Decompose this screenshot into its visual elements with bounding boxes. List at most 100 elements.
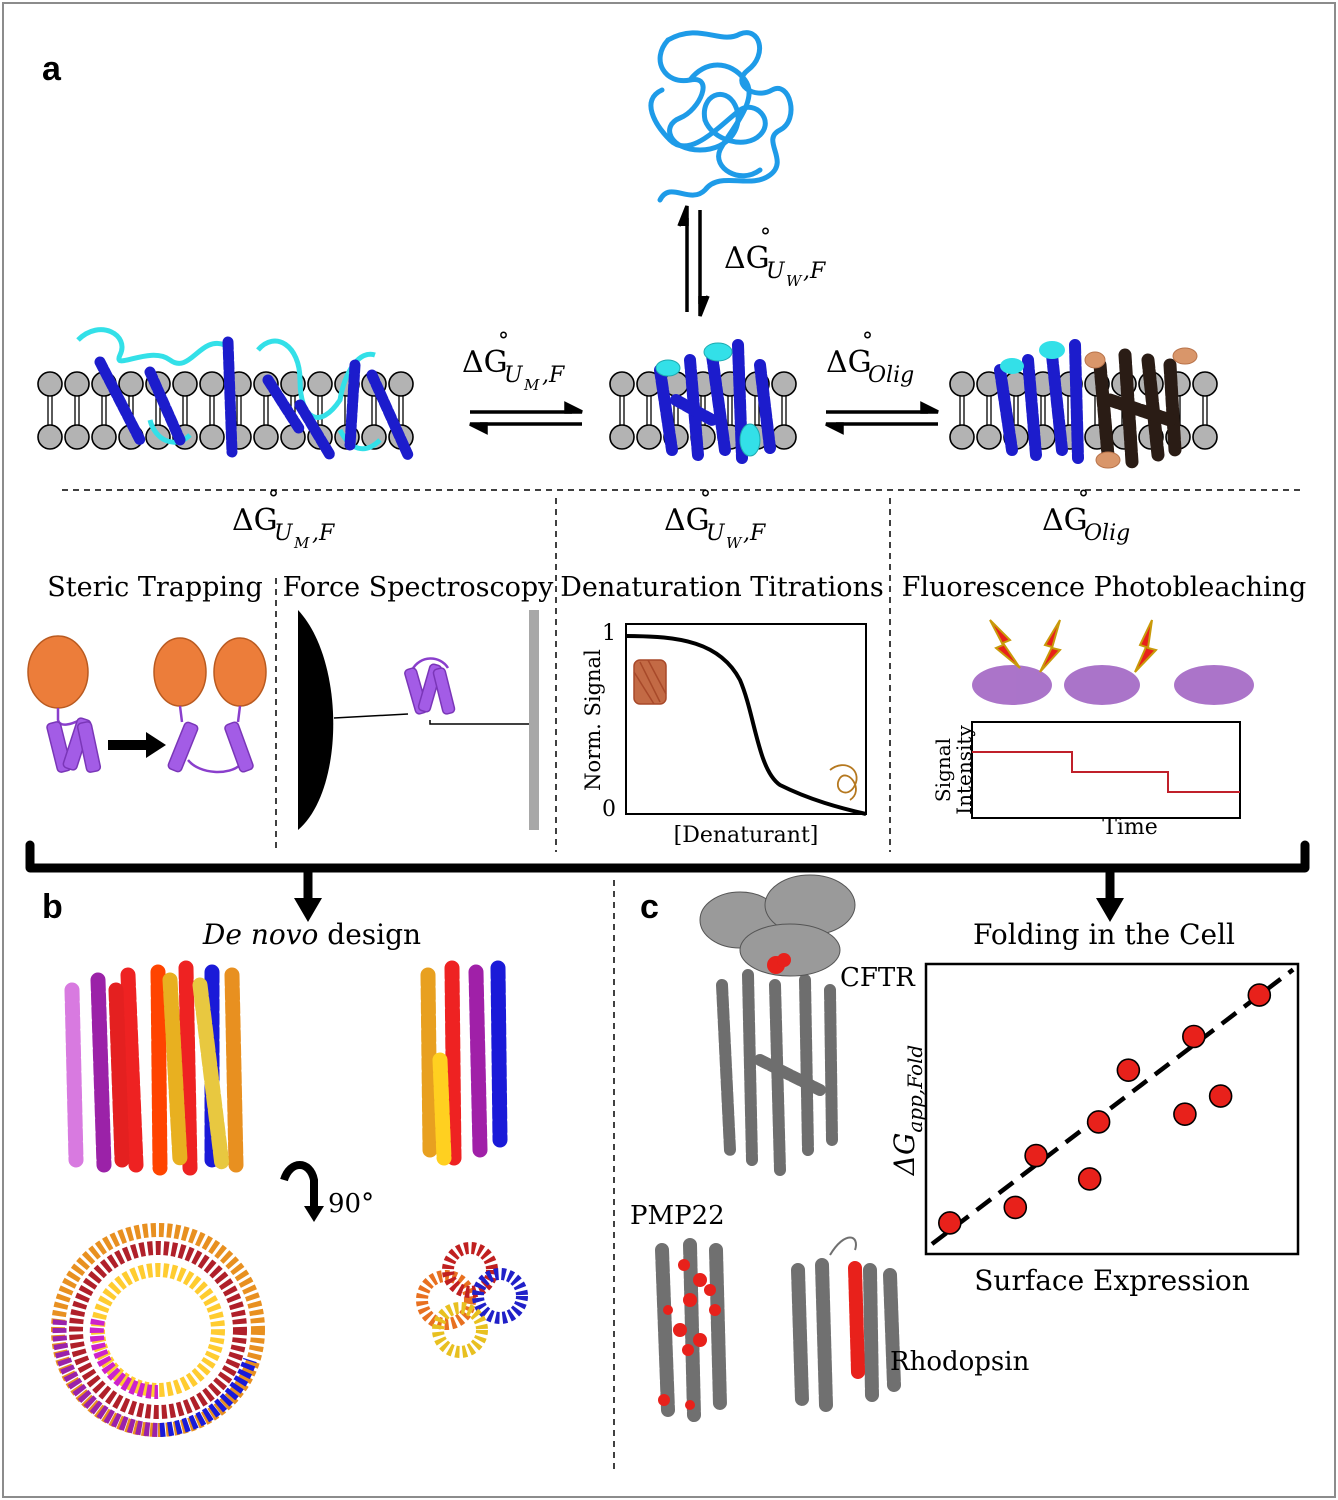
lipid-headgroup <box>199 371 225 397</box>
lipid-headgroup <box>609 371 635 397</box>
svg-text:°: ° <box>760 225 771 250</box>
rotation-arrow: 90° <box>280 1161 374 1222</box>
method-fluorescence-photobleaching: Fluorescence Photobleaching <box>902 572 1307 603</box>
svg-text:°: ° <box>862 329 873 354</box>
rhodopsin-label: Rhodopsin <box>890 1347 1030 1377</box>
lipid-headgroup <box>949 424 975 450</box>
svg-text:U: U <box>274 521 294 546</box>
trend-line <box>930 967 1295 1246</box>
vertical-equilibrium-arrow <box>677 205 710 317</box>
scatter-point <box>1086 1110 1111 1134</box>
pmp22-label: PMP22 <box>630 1201 725 1231</box>
dg-olig-top: ΔG ° Olig <box>826 329 914 388</box>
rotation-label: 90° <box>328 1189 374 1219</box>
lipid-headgroup <box>1192 371 1218 397</box>
denovo-title: De novo design <box>202 918 421 951</box>
rhodopsin-structure: Rhodopsin <box>791 1236 1030 1412</box>
scatter-point <box>1024 1143 1048 1168</box>
scatter-point <box>1182 1024 1206 1049</box>
svg-text:M: M <box>293 534 310 552</box>
equilibrium-arrows-left <box>469 401 583 435</box>
dg-uw-f-top: ΔG ° U W ,F <box>724 225 826 290</box>
scatter-point <box>1247 983 1272 1007</box>
svg-text:ΔGapp,Fold: ΔGapp,Fold <box>888 1045 927 1177</box>
unfolded-membrane-state <box>76 327 414 461</box>
svg-text:,F: ,F <box>803 259 826 284</box>
scatter-point <box>1003 1195 1028 1220</box>
lipid-headgroup <box>91 424 117 450</box>
scatter-point <box>1208 1084 1233 1108</box>
panel-label-b: b <box>42 888 63 926</box>
ytick-1: 1 <box>602 621 616 646</box>
folded-barrel-icon <box>633 659 667 705</box>
scatter-point <box>1077 1167 1102 1191</box>
method-denaturation-titrations: Denaturation Titrations <box>560 572 884 603</box>
denat-ylabel: Norm. Signal <box>581 649 605 791</box>
dg-um-f-top: ΔG ° U M ,F <box>462 329 565 394</box>
bracket-arrow-right <box>1096 868 1124 922</box>
dg-um-f-header: ΔG ° U M ,F <box>232 487 335 552</box>
lipid-headgroup <box>1192 424 1218 450</box>
lipid-headgroup <box>172 371 198 397</box>
svg-text:ΔG: ΔG <box>462 345 508 380</box>
svg-text:W: W <box>726 534 743 552</box>
dg-uw-f-header: ΔG ° U W ,F <box>664 487 766 552</box>
lipid-headgroup <box>307 371 333 397</box>
lipid-headgroup <box>118 371 144 397</box>
force-spectroscopy-schematic <box>298 610 539 830</box>
photo-ylabel-1: Signal <box>931 738 955 802</box>
svg-text:U: U <box>504 363 524 388</box>
oligomer-membrane-protein <box>994 339 1198 469</box>
svg-text:ΔG: ΔG <box>232 503 278 538</box>
svg-text:ΔG: ΔG <box>664 503 710 538</box>
lipid-headgroup <box>976 424 1002 450</box>
lipid-headgroup <box>771 371 797 397</box>
svg-text:°: ° <box>1078 487 1089 512</box>
svg-text:,F: ,F <box>312 521 335 546</box>
svg-text:°: ° <box>268 487 279 512</box>
lipid-headgroup <box>37 424 63 450</box>
svg-text:U: U <box>766 259 786 284</box>
lipid-headgroup <box>199 424 225 450</box>
scatter-xlabel: Surface Expression <box>974 1264 1250 1297</box>
lipid-headgroup <box>64 424 90 450</box>
cftr-structure: CFTR <box>699 874 916 1176</box>
lipid-headgroup <box>64 371 90 397</box>
bracket-arrow-left <box>294 868 322 922</box>
denat-xlabel: [Denaturant] <box>674 823 819 848</box>
svg-text:M: M <box>523 376 540 394</box>
svg-text:Olig: Olig <box>1084 521 1130 546</box>
summary-bracket <box>25 840 1310 873</box>
lipid-headgroup <box>253 424 279 450</box>
lipid-headgroup <box>388 371 414 397</box>
photo-ylabel-2: Intensity <box>952 725 976 815</box>
designed-bundle-large-side <box>64 960 244 1176</box>
scatter-ylabel: ΔGapp,Fold <box>888 1045 927 1177</box>
svg-text:ΔG: ΔG <box>826 345 872 380</box>
dg-olig-header: ΔG ° Olig <box>1042 487 1130 546</box>
svg-text:°: ° <box>700 487 711 512</box>
ytick-0: 0 <box>602 797 616 822</box>
svg-text:°: ° <box>498 329 509 354</box>
panel-label-c: c <box>640 888 659 926</box>
designed-bundle-large-top <box>51 1223 265 1438</box>
steric-trapping-schematic <box>27 635 267 774</box>
scatter-point <box>1173 1102 1197 1126</box>
lipid-headgroup <box>636 424 662 450</box>
unfolded-protein-water <box>648 30 794 203</box>
folding-cell-title: Folding in the Cell <box>973 918 1235 951</box>
designed-bundle-small-top <box>416 1242 528 1358</box>
svg-text:U: U <box>706 521 726 546</box>
svg-text:,F: ,F <box>743 521 766 546</box>
svg-text:W: W <box>786 272 803 290</box>
svg-text:ΔG: ΔG <box>1042 503 1088 538</box>
lipid-headgroup <box>949 371 975 397</box>
svg-text:ΔG: ΔG <box>724 241 770 276</box>
pmp22-structure: PMP22 <box>630 1201 727 1422</box>
lipid-headgroup <box>37 371 63 397</box>
equilibrium-arrows-right <box>825 401 939 435</box>
designed-bundle-small-side <box>420 960 508 1166</box>
svg-text:,F: ,F <box>542 363 565 388</box>
method-force-spectroscopy: Force Spectroscopy <box>283 572 555 603</box>
